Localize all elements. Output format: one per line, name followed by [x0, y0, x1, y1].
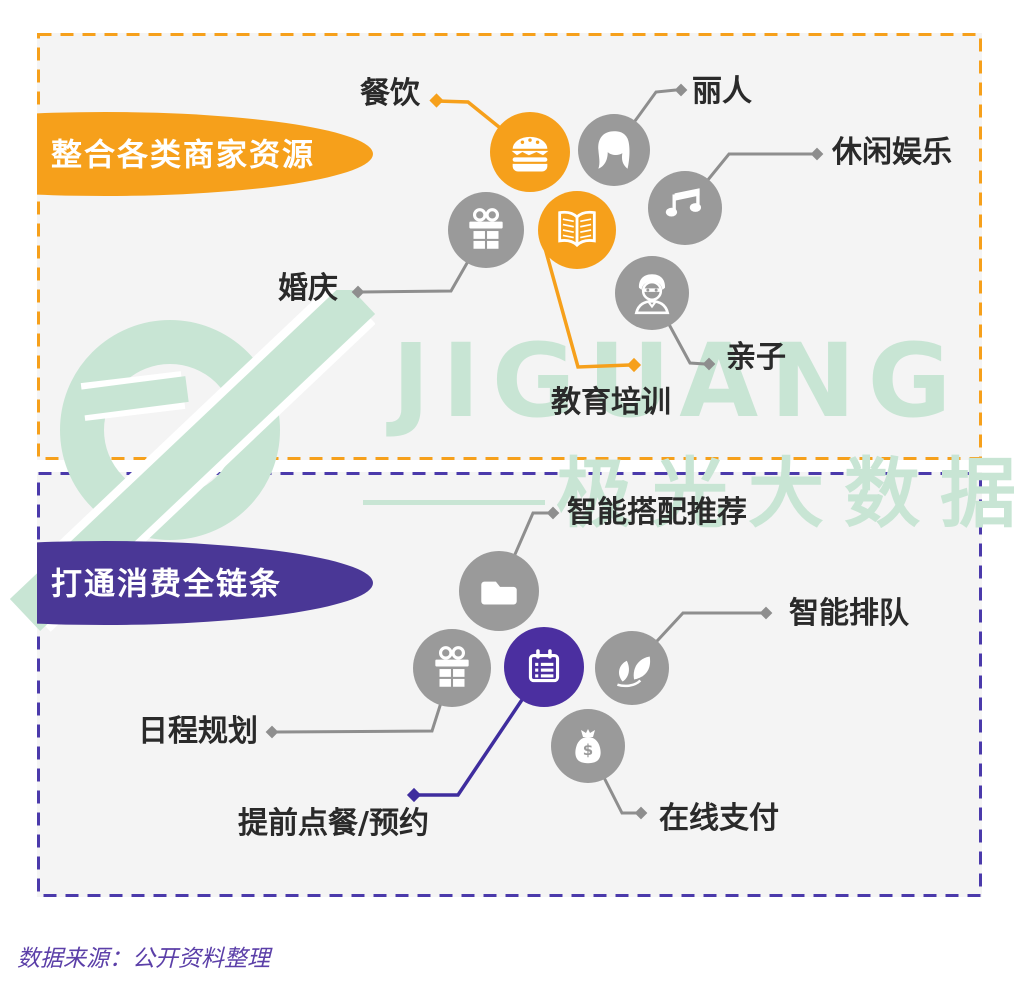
diamond-payment: [634, 806, 648, 820]
burger-icon: [511, 136, 549, 172]
label-wedding: 婚庆: [278, 271, 338, 306]
hair-icon: [598, 131, 630, 169]
education-circle: [538, 191, 616, 269]
orange-banner-shape: [37, 112, 373, 196]
label-education: 教育培训: [551, 385, 671, 420]
diamond-queue: [759, 606, 773, 620]
svg-text:$: $: [583, 741, 593, 759]
diamond-kids: [702, 357, 716, 371]
open-book-icon: [558, 210, 596, 248]
wedding-circle: [448, 192, 524, 268]
section-title-chain: 打通消费全链条: [51, 566, 282, 603]
watermark-cn-text: 极光大数据: [556, 449, 1024, 538]
queue-circle: [595, 631, 669, 705]
schedule-circle: [413, 629, 491, 707]
label-leisure: 休闲娱乐: [832, 135, 952, 170]
diamond-education: [626, 357, 642, 373]
leisure-circle: [648, 171, 722, 245]
label-beauty: 丽人: [692, 74, 752, 109]
child-icon: [634, 274, 670, 315]
diamond-dining: [429, 93, 444, 108]
section-title-merchants: 整合各类商家资源: [51, 137, 315, 174]
leaf-icon: [617, 656, 651, 688]
watermark-logo-text: JIGUANG: [392, 322, 964, 441]
music-notes-icon: [665, 188, 702, 217]
diamond-schedule: [265, 725, 279, 739]
label-payment: 在线支付: [659, 801, 779, 836]
diamond-recommend: [546, 506, 560, 520]
label-queue: 智能排队: [789, 596, 909, 631]
consumption-chain-banner: 打通消费全链条: [37, 541, 377, 625]
label-dining: 餐饮: [360, 76, 420, 111]
diamond-wedding: [351, 285, 365, 299]
payment-circle: $: [551, 709, 625, 783]
beauty-circle: [578, 114, 650, 186]
merchant-resources-banner: 整合各类商家资源: [37, 112, 377, 196]
data-source-note: 数据来源：公开资料整理: [17, 946, 270, 972]
money-bag-icon: $: [575, 729, 601, 764]
purple-banner-shape: [37, 541, 373, 625]
diamond-beauty: [674, 83, 688, 97]
diamond-leisure: [810, 147, 824, 161]
gift-icon: [435, 646, 469, 687]
watermark-accent-line: [363, 500, 545, 505]
label-preorder: 提前点餐/预约: [238, 806, 429, 841]
reservation-list-icon: [528, 649, 560, 683]
recommend-circle: [459, 551, 539, 631]
purple-dashed-border: [37, 472, 982, 897]
dining-circle: [490, 112, 570, 192]
label-schedule: 日程规划: [138, 714, 258, 749]
preorder-circle: [504, 627, 584, 707]
label-recommend: 智能搭配推荐: [567, 495, 747, 530]
orange-dashed-border: [37, 33, 982, 460]
kids-circle: [615, 256, 689, 330]
label-kids: 亲子: [726, 340, 786, 375]
connector-preorder: [418, 666, 546, 797]
connector-education: [543, 247, 631, 369]
folder-icon: [481, 581, 517, 605]
diamond-preorder: [406, 787, 422, 803]
gift-icon: [469, 208, 503, 249]
